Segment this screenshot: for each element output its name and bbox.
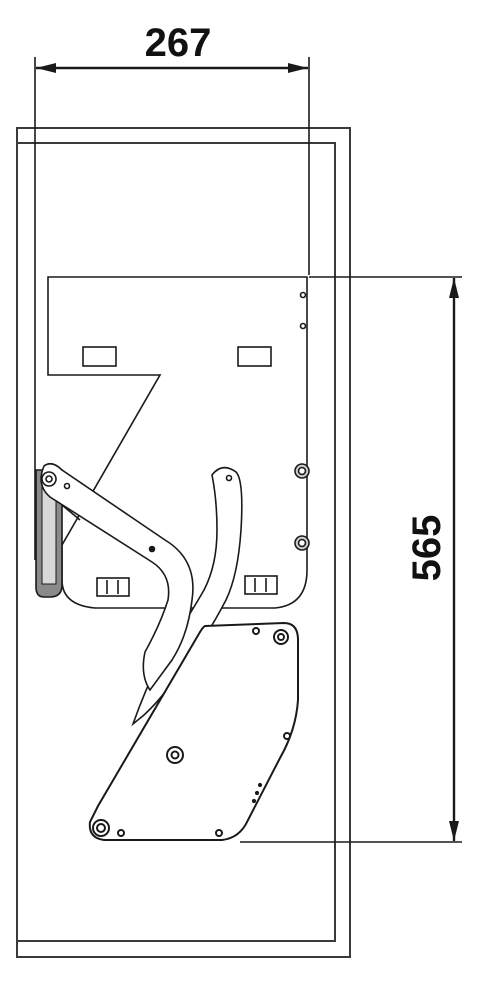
housing-hole-right: [283, 732, 291, 740]
side-rail: [35, 469, 81, 598]
width-dimension: [34, 57, 310, 560]
plate-clip-bottom-left: [96, 577, 130, 597]
housing-vent-2: [254, 790, 260, 796]
cabinet-inner-frame: [16, 142, 336, 942]
plate-screw-hole-2: [299, 322, 307, 330]
housing-hole-bottom: [117, 829, 125, 837]
lever-pin-middle: [148, 545, 156, 553]
width-dimension-label: 267: [145, 21, 212, 65]
plate-screw-hole-1: [299, 291, 307, 299]
height-dimension-label: 565: [405, 515, 449, 582]
plate-slot-right: [237, 346, 272, 367]
lift-arm-pivot-top: [225, 474, 233, 482]
fitting-housing: [88, 621, 299, 841]
housing-vent-1: [257, 782, 263, 788]
cabinet-outline: [16, 127, 351, 958]
plate-clip-bottom-right: [244, 575, 278, 595]
main-lever-arm: [40, 462, 194, 692]
lever-pin-upper: [63, 482, 71, 490]
height-dimension: [240, 276, 462, 843]
housing-hole-top: [252, 627, 260, 635]
housing-vent-3: [251, 798, 257, 804]
plate-slot-left: [82, 346, 117, 367]
housing-hole-bottom-right: [215, 829, 223, 837]
